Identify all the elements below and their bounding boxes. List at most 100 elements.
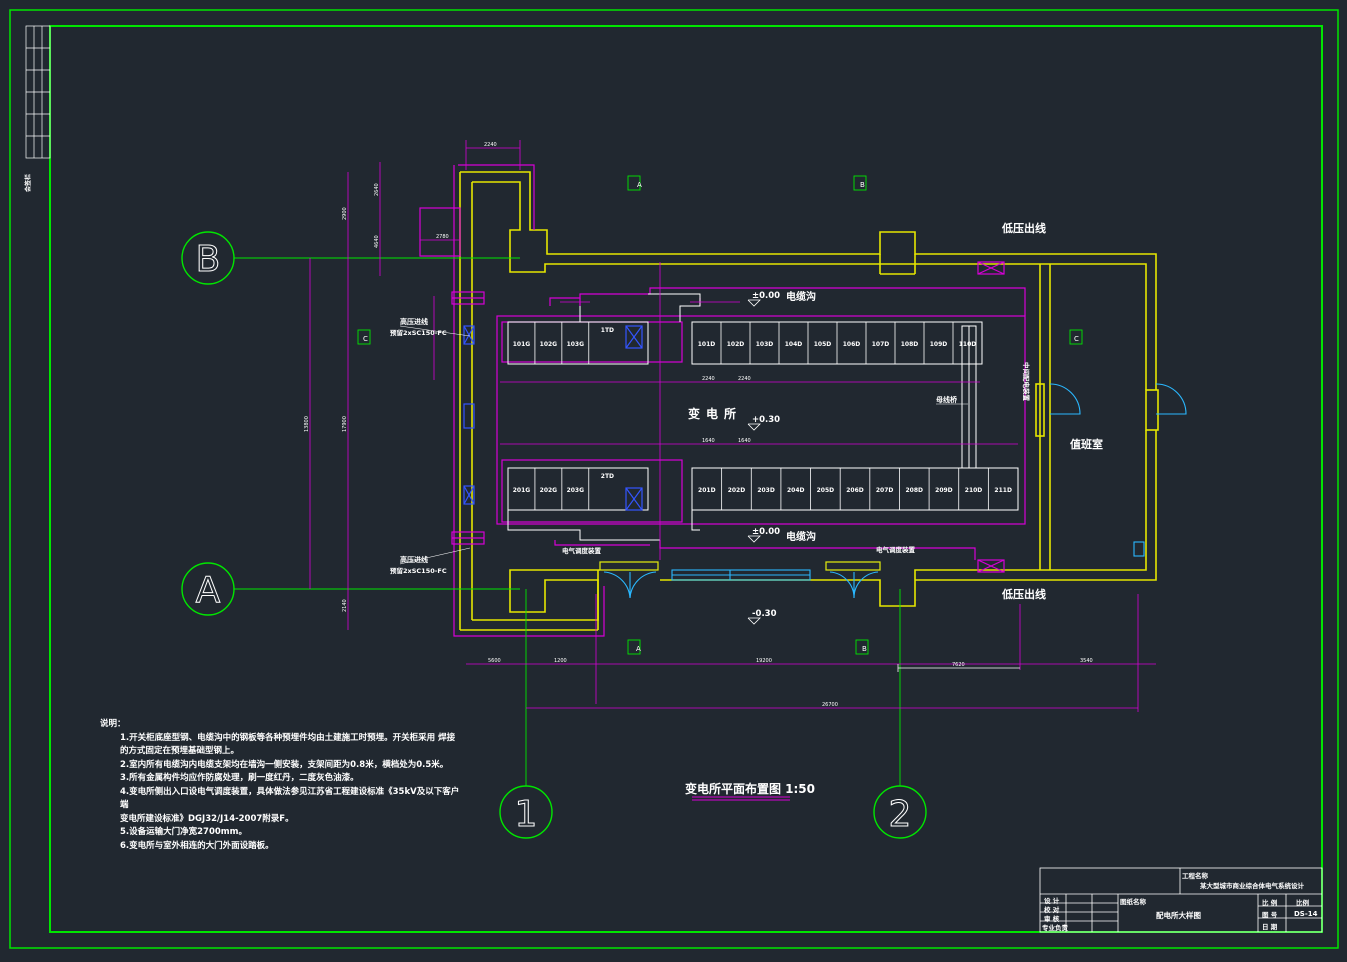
section-c-right: C [1074, 335, 1079, 343]
note-line: 变电所建设标准》DGJ32/J14-2007附录F。 [120, 813, 294, 824]
cabinet-top-right-label: 102D [727, 341, 745, 348]
section-a-bottom: A [636, 645, 641, 653]
annex-outline [419, 164, 605, 637]
cabinet-top-right-label: 109D [930, 341, 948, 348]
dimension-ticks [897, 664, 1020, 672]
cabinet-bottom-left-label: 201G [513, 487, 531, 494]
lv-out-bottom-label: 低压出线 [1001, 587, 1046, 601]
building-walls [459, 171, 1159, 631]
note-line: 4.变电所侧出入口设电气调度装置，具体做法参见江苏省工程建设标准《35kV及以下… [120, 786, 460, 811]
tb-scale-value: 比例 [1296, 899, 1309, 907]
hv-in-top-cable: 预留2xSC150-FC [390, 328, 447, 337]
dim-left-bottom: 2140 [342, 599, 348, 612]
tb-row-check: 校 对 [1044, 906, 1060, 914]
grid-lines [234, 257, 901, 786]
section-a-top: A [637, 181, 642, 189]
tb-drawing: 配电所大样图 [1156, 911, 1201, 920]
cabinet-top-left-label: 1TD [601, 327, 614, 334]
note-line: 3.所有金属构件均应作防腐处理，刷一度红丹，二度灰色油漆。 [120, 773, 359, 783]
tb-right-no: 图 号 [1262, 911, 1278, 919]
cabinet-bottom-right-label: 204D [787, 487, 805, 494]
section-c-left: C [363, 335, 368, 343]
hv-in-bottom-cable: 预留2xSC150-FC [390, 566, 447, 575]
tb-row-design: 设 计 [1044, 897, 1060, 905]
cabinet-top-right-label: 110D [959, 341, 977, 348]
note-line: 1.开关柜底座型钢、电缆沟中的钢板等各种预埋件均由土建施工时预埋。开关柜采用 焊… [120, 732, 456, 743]
lv-out-top-label: 低压出线 [1001, 221, 1046, 235]
note-line: 的方式固定在预埋基础型钢上。 [120, 746, 240, 756]
section-b-top: B [860, 181, 865, 189]
busbar-bridge-label: 母线桥 [936, 395, 958, 404]
cabinet-top-right-label: 105D [814, 341, 832, 348]
equipment-outlines [507, 293, 1019, 541]
hv-in-top-label: 高压进线 [400, 317, 428, 326]
cabinet-bottom-left-label: 202G [540, 487, 558, 494]
section-b-bottom: B [862, 645, 867, 653]
dim-cab-1: 2240 [702, 376, 715, 382]
cabinet-bottom-right-label: 210D [965, 487, 983, 494]
cable-trench-top-label: 电缆沟 [786, 290, 816, 303]
note-line: 6.变电所与室外相连的大门外面设踏板。 [120, 840, 274, 851]
tb-project-label: 工程名称 [1182, 872, 1208, 880]
tb-drawing-no: DS-14 [1294, 910, 1318, 918]
outer-frame [9, 9, 1339, 949]
section-mark-boxes [357, 175, 1083, 655]
axis-b: B [196, 239, 221, 280]
cabinet-bottom-right-label: 201D [698, 487, 716, 494]
tb-project: 某大型城市商业综合体电气系统设计 [1200, 882, 1304, 890]
margin-note: 会签栏 [24, 174, 32, 192]
vertical-label: 中间配电装置 [1022, 362, 1031, 402]
dim-cab-2: 2240 [738, 376, 751, 382]
inner-frame [49, 25, 1323, 933]
cabinet-top-right-label: 101D [698, 341, 716, 348]
cabinet-bottom-right-label: 202D [728, 487, 746, 494]
tb-row-lead: 专业负责 [1042, 924, 1068, 932]
tb-row-review: 审 核 [1044, 915, 1060, 923]
lv-outlets [451, 261, 1005, 573]
dim-cab-4: 1640 [738, 438, 751, 444]
dim-bottom-4: 7620 [952, 662, 965, 668]
cabinet-bottom-right-label: 207D [876, 487, 894, 494]
cabinet-bottom-right-label: 203D [757, 487, 775, 494]
cabinet-bottom-right-label: 209D [935, 487, 953, 494]
title-block [1039, 867, 1323, 933]
note-line: 5.设备运输大门净宽2700mm。 [120, 827, 248, 837]
cabinet-bottom-left-label: 203G [567, 487, 585, 494]
cabinet-top-left-label: 101G [513, 341, 531, 348]
dim-bottom-3: 19200 [756, 658, 772, 664]
axis-1: 1 [515, 794, 538, 835]
dimension-lines [309, 140, 1156, 712]
dim-top-small-2: 2780 [436, 234, 449, 240]
cabinet-top-right-label: 106D [843, 341, 861, 348]
cabinet-top-left-label: 103G [567, 341, 585, 348]
cabinet-top-right-label: 108D [901, 341, 919, 348]
margin-table [25, 25, 51, 159]
elevation-marks [747, 299, 761, 625]
cable-trench-bottom-label: 电缆沟 [786, 530, 816, 543]
elevation-mid: +0.30 [752, 415, 780, 425]
cabinet-top-right-label: 107D [872, 341, 890, 348]
dim-bottom-1: 5600 [488, 658, 501, 664]
dim-cab-3: 1640 [702, 438, 715, 444]
cabinet-top-left-label: 102G [540, 341, 558, 348]
grid-bubbles [181, 231, 927, 839]
note-line: 2.室内所有电缆沟内电缆支架均在墙沟一侧安装，支架间距为0.8米，横档处为0.5… [120, 759, 449, 770]
room-duty-label: 值班室 [1070, 437, 1103, 451]
dim-left-2: 4640 [374, 235, 380, 248]
dim-left-1: 2640 [374, 183, 380, 196]
tb-right-date: 日 期 [1262, 923, 1278, 931]
axis-a: A [196, 570, 221, 611]
dim-top-small-1: 2240 [484, 142, 497, 148]
door-frame-right [825, 561, 881, 571]
dim-left-3: 2900 [342, 207, 348, 220]
dim-left-total-2: 17900 [342, 416, 348, 432]
dim-left-total: 13800 [304, 416, 310, 432]
dim-bottom-total: 26700 [822, 702, 838, 708]
axis-2: 2 [889, 794, 912, 835]
vent-right-label: 电气调度装置 [876, 545, 916, 554]
cabinet-bottom-right-label: 211D [994, 487, 1012, 494]
cabinet-bottom-right-label: 206D [846, 487, 864, 494]
